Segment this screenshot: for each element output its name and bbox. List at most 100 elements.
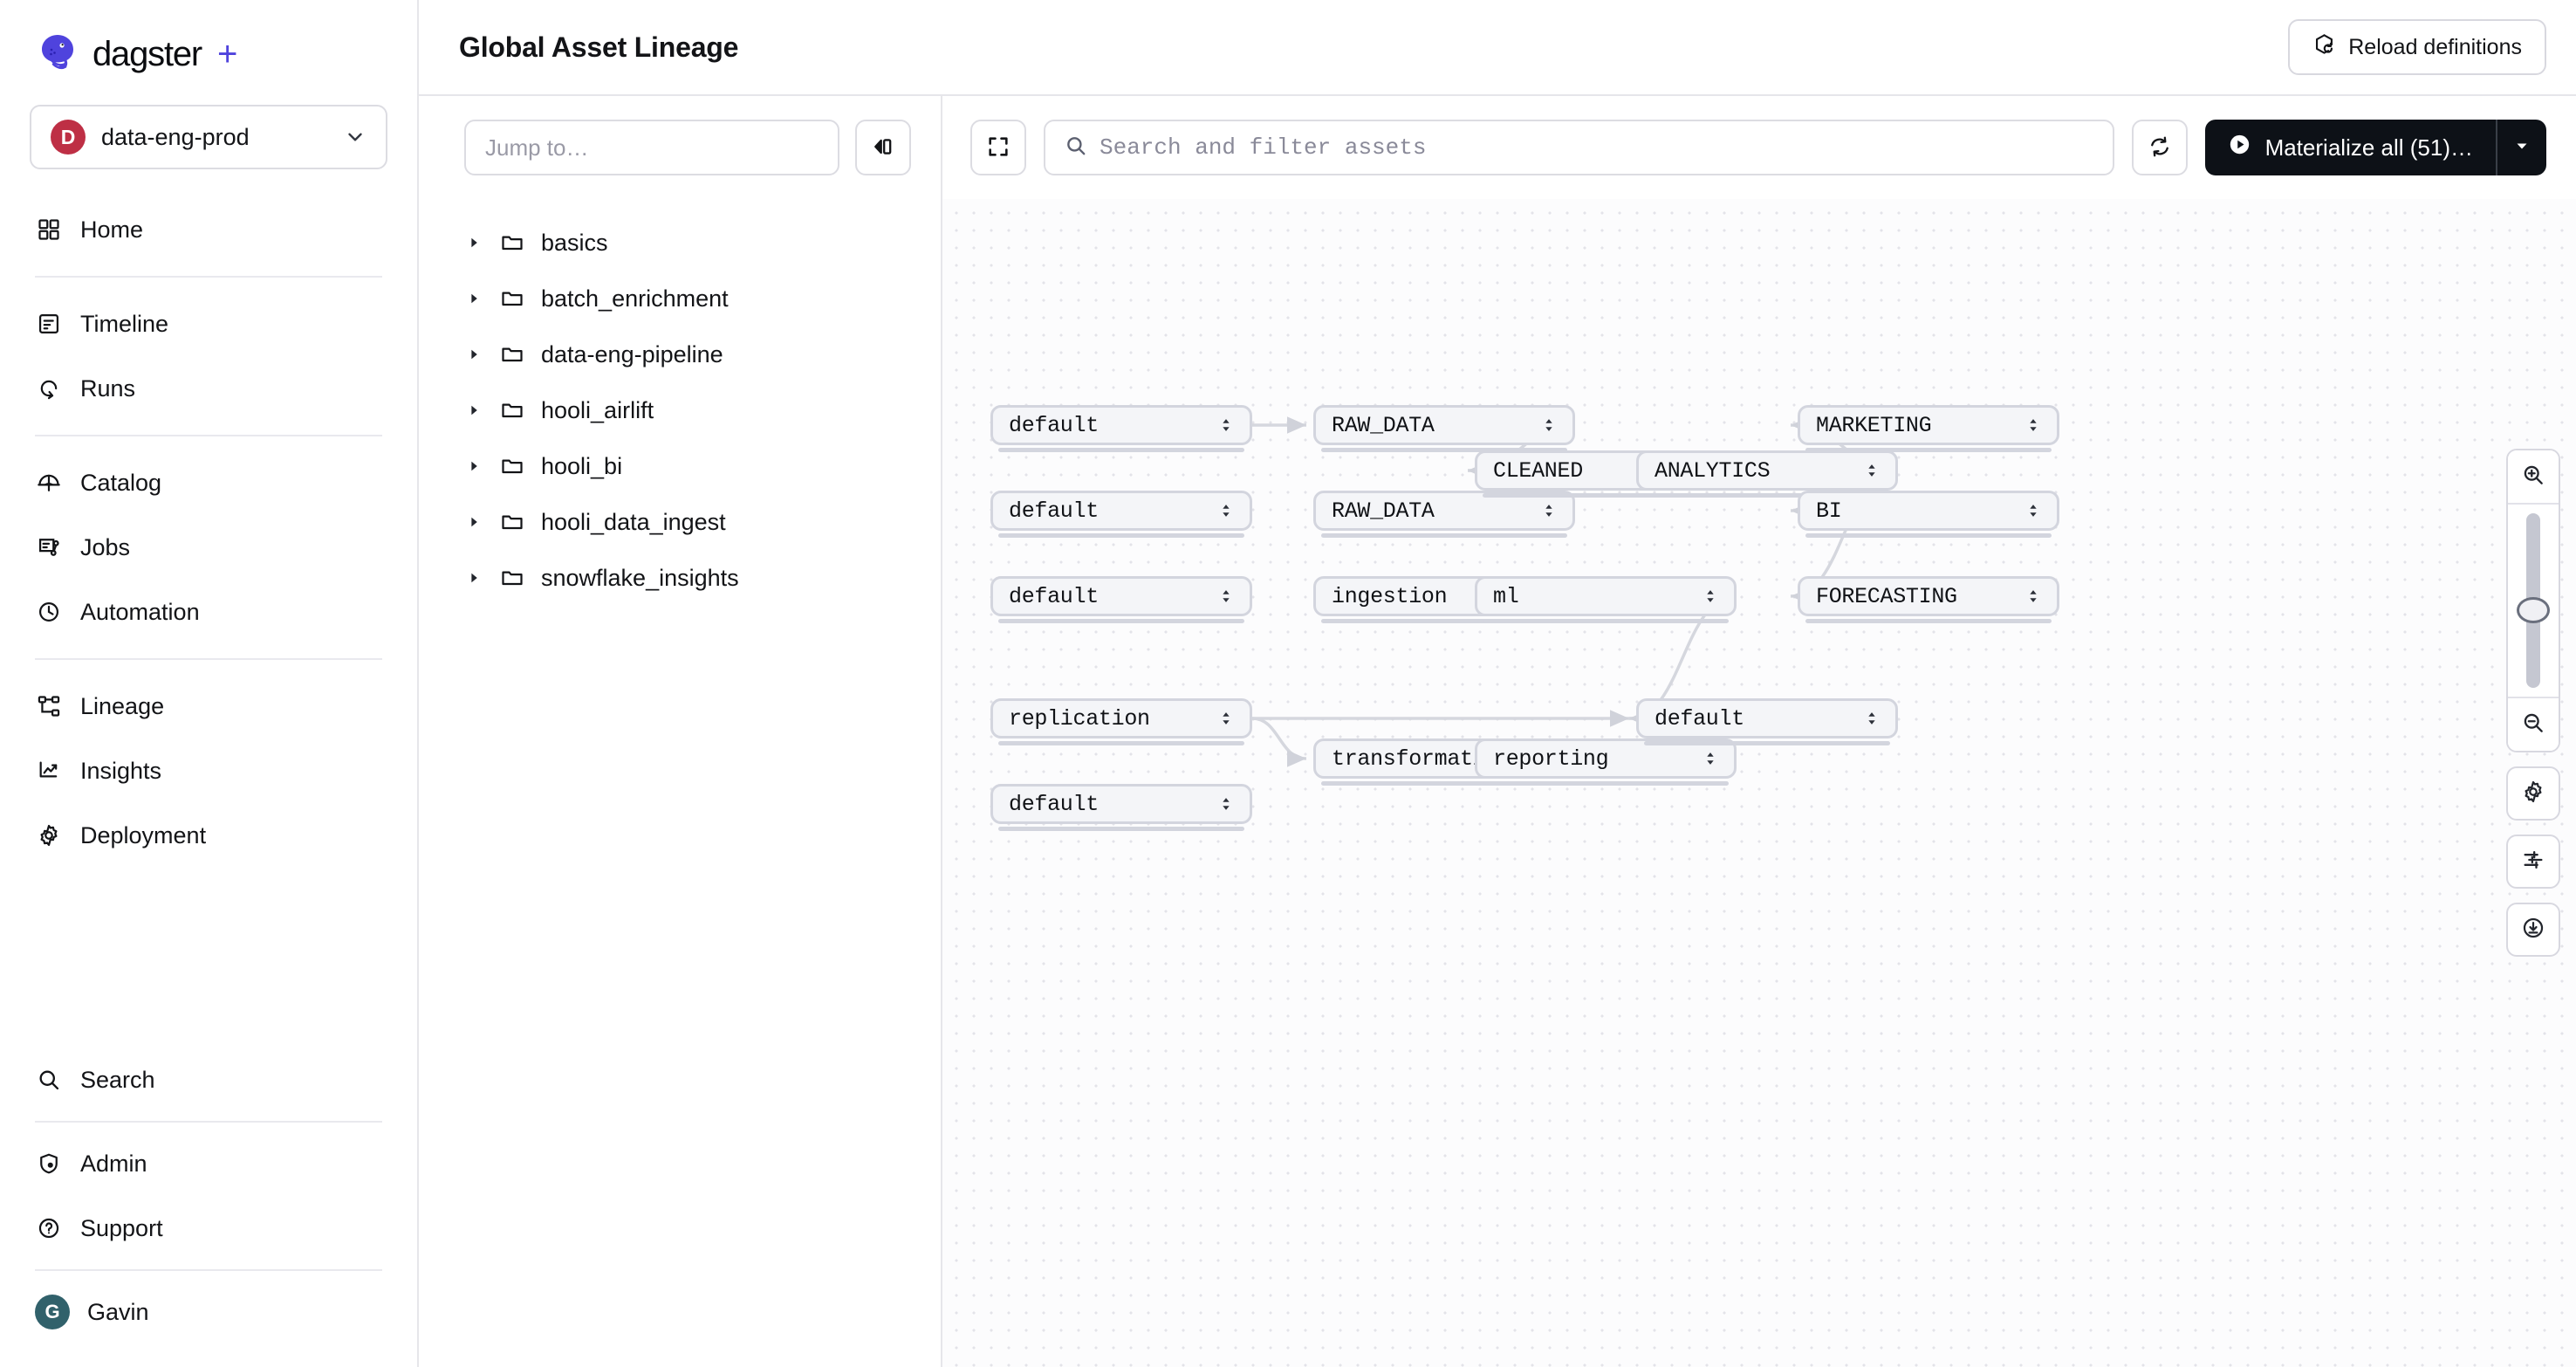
graph-node[interactable]: BI [1798,491,2059,538]
sliders-icon [2521,848,2545,876]
chevron-up-down-icon[interactable] [1538,416,1560,435]
chevron-up-down-icon[interactable] [1699,587,1722,606]
sidebar-item-insights[interactable]: Insights [0,738,417,803]
graph-node[interactable]: RAW_DATA [1313,491,1575,538]
graph-node-label: default [1009,498,1099,524]
chevron-up-down-icon[interactable] [1215,794,1237,814]
materialize-dropdown-button[interactable] [2497,120,2546,175]
materialize-main[interactable]: Materialize all (51)… [2205,120,2496,175]
graph-node-label: ml [1493,583,1519,609]
graph-node[interactable]: default [990,491,1252,538]
graph-node[interactable]: default [990,576,1252,623]
chevron-up-down-icon[interactable] [2022,587,2045,606]
gear-icon [2521,780,2545,808]
graph-node-label: default [1009,791,1099,817]
graph-settings-button[interactable] [2506,766,2560,821]
tree-item-batch-enrichment[interactable]: batch_enrichment [419,271,941,326]
graph-node[interactable]: ANALYTICS [1636,450,1898,498]
search-icon [35,1066,63,1094]
nav-group-analysis: Lineage Insights Deployment [0,669,417,873]
graph-download-button[interactable] [2506,903,2560,957]
org-name: data-eng-prod [101,123,250,150]
chevron-up-down-icon[interactable] [1860,461,1883,480]
chevron-up-down-icon[interactable] [1699,749,1722,768]
tree-item-hooli-data-ingest[interactable]: hooli_data_ingest [419,494,941,550]
clock-icon [35,598,63,626]
sidebar-item-automation[interactable]: Automation [0,580,417,644]
sidebar-item-lineage[interactable]: Lineage [0,674,417,738]
caret-right-icon[interactable] [464,291,483,306]
zoom-stack [2506,449,2560,752]
sidebar-item-timeline[interactable]: Timeline [0,292,417,356]
top-header: Global Asset Lineage Reload definitions [419,0,2576,96]
sidebar-item-catalog[interactable]: Catalog [0,450,417,515]
materialize-all-button[interactable]: Materialize all (51)… [2204,120,2546,175]
chevron-up-down-icon[interactable] [1215,709,1237,728]
search-input[interactable] [1100,134,2093,161]
sidebar-item-jobs[interactable]: Jobs [0,515,417,580]
graph-node[interactable]: default [990,405,1252,452]
tree-item-basics[interactable]: basics [419,215,941,271]
sidebar-item-user[interactable]: G Gavin [0,1280,417,1344]
sidebar-item-home[interactable]: Home [0,197,417,262]
chevron-up-down-icon[interactable] [1215,416,1237,435]
graph-node[interactable]: ml [1475,576,1737,623]
materialize-divider [2496,120,2497,175]
tree-item-label: data-eng-pipeline [541,340,723,368]
chevron-up-down-icon[interactable] [2022,501,2045,520]
graph-node[interactable]: replication [990,698,1252,745]
tree-toolbar [419,96,942,199]
org-selector[interactable]: D data-eng-prod [30,105,387,169]
sidebar-item-runs[interactable]: Runs [0,356,417,421]
zoom-slider-handle[interactable] [2517,597,2550,623]
caret-right-icon[interactable] [464,570,483,586]
tree-item-snowflake-insights[interactable]: snowflake_insights [419,550,941,606]
sidebar-item-deployment[interactable]: Deployment [0,803,417,868]
caret-right-icon[interactable] [464,458,483,474]
folder-icon [499,454,525,478]
reload-definitions-button[interactable]: Reload definitions [2288,19,2546,75]
brand-header[interactable]: dagster + [0,0,417,98]
collapse-left-panel-button[interactable] [855,120,911,175]
tree-item-hooli-airlift[interactable]: hooli_airlift [419,382,941,438]
nav-divider [35,435,382,436]
caret-right-icon[interactable] [464,402,483,418]
chevron-up-down-icon[interactable] [1860,709,1883,728]
graph-node[interactable]: FORECASTING [1798,576,2059,623]
zoom-divider [2508,697,2559,698]
zoom-slider[interactable] [2508,505,2559,697]
tree-item-data-eng-pipeline[interactable]: data-eng-pipeline [419,326,941,382]
refresh-button[interactable] [2131,120,2188,175]
sidebar-item-admin[interactable]: Admin [0,1131,417,1196]
sidebar-item-search[interactable]: Search [0,1048,417,1112]
zoom-divider [2508,503,2559,505]
jump-to-input[interactable] [464,120,839,175]
caret-right-icon[interactable] [464,514,483,530]
sidebar-footer: Search Admin Support G Gavin [0,1048,417,1344]
graph-node[interactable]: default [990,784,1252,831]
caret-right-icon[interactable] [464,347,483,362]
graph-node[interactable]: default [1636,698,1898,745]
sidebar-item-label: Automation [80,598,200,625]
sidebar-item-support[interactable]: Support [0,1196,417,1261]
graph-node[interactable]: RAW_DATA [1313,405,1575,452]
sidebar-item-label: Home [80,216,144,243]
graph-node-label: FORECASTING [1816,583,1957,609]
fullscreen-button[interactable] [970,120,1026,175]
sidebar-item-label: Timeline [80,310,169,337]
caret-right-icon[interactable] [464,235,483,251]
lineage-graph-icon [35,692,63,720]
sidebar-item-label: Support [80,1214,163,1241]
tree-item-hooli-bi[interactable]: hooli_bi [419,438,941,494]
chevron-up-down-icon[interactable] [1215,501,1237,520]
reload-cube-icon [2312,32,2336,62]
graph-filters-button[interactable] [2506,835,2560,889]
chevron-up-down-icon[interactable] [2022,416,2045,435]
chevron-up-down-icon[interactable] [1538,501,1560,520]
asset-search-field[interactable] [1044,120,2114,175]
zoom-out-button[interactable] [2508,698,2559,751]
zoom-in-button[interactable] [2508,450,2559,503]
graph-node[interactable]: MARKETING [1798,405,2059,452]
chevron-up-down-icon[interactable] [1215,587,1237,606]
